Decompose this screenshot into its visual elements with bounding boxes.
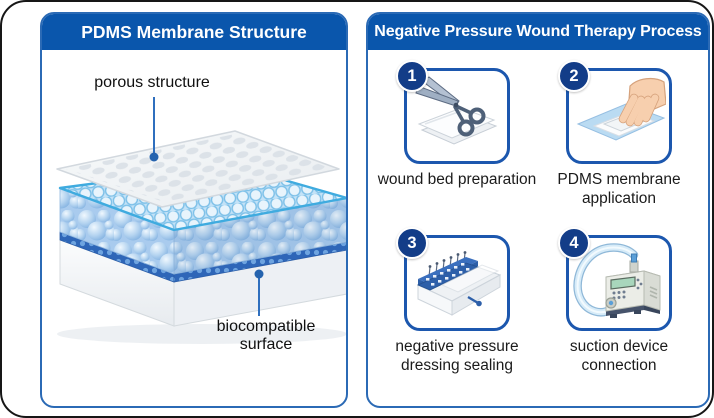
step-2-box: 2: [558, 60, 672, 164]
step-4-suction-device-connection: 4: [538, 227, 700, 402]
sealing-pin: [467, 295, 482, 307]
porous-structure-leader: [149, 97, 159, 162]
right-panel-title: Negative Pressure Wound Therapy Process: [374, 23, 702, 40]
right-panel-header: Negative Pressure Wound Therapy Process: [368, 14, 708, 50]
npwt-steps-area: 1: [368, 50, 708, 406]
porous-structure-label: porous structure: [94, 74, 210, 91]
left-panel-title: PDMS Membrane Structure: [81, 21, 307, 42]
porous-top-sheet: [56, 130, 340, 208]
tube: [573, 243, 639, 317]
step-3-box: 3: [396, 227, 510, 331]
hand-membrane-icon: [576, 77, 666, 141]
pdms-structure-panel: PDMS Membrane Structure: [40, 12, 348, 408]
step-3-label: negative pressure dressing sealing: [395, 338, 519, 374]
scissors: [415, 76, 486, 137]
biocompatible-surface-leader: [254, 269, 264, 316]
pdms-illustration-area: porous structure biocompatible surface: [42, 50, 346, 406]
step-4-badge: 4: [558, 227, 590, 259]
step-1-wound-bed-preparation: 1: [376, 60, 538, 235]
hand: [618, 77, 666, 127]
step-4-box: 4: [558, 227, 672, 331]
step-2-badge: 2: [558, 60, 590, 92]
suction-device-icon: [573, 243, 661, 318]
steps-grid: 1: [368, 50, 708, 406]
biocompatible-surface-label: biocompatible surface: [216, 318, 316, 354]
step-1-box: 1: [396, 60, 510, 164]
step-2-label: PDMS membrane application: [557, 171, 681, 207]
step-2-pdms-membrane-application: 2: [538, 60, 700, 235]
base-shadow: [57, 324, 346, 344]
pdms-membrane-illustration: [56, 97, 346, 344]
pump-body: [605, 253, 661, 318]
step-1-badge: 1: [396, 60, 428, 92]
scissors-gauze-icon: [415, 76, 498, 145]
step-4-label: suction device connection: [569, 338, 669, 374]
pin-heads: [428, 251, 467, 268]
step-1-label: wound bed preparation: [377, 171, 537, 188]
npwt-process-panel: Negative Pressure Wound Therapy Process …: [366, 12, 710, 408]
step-3-negative-pressure-dressing-sealing: 3: [376, 227, 538, 402]
sealed-dressing-icon: [416, 251, 502, 316]
step-3-badge: 3: [396, 227, 428, 259]
left-panel-header: PDMS Membrane Structure: [42, 14, 346, 50]
